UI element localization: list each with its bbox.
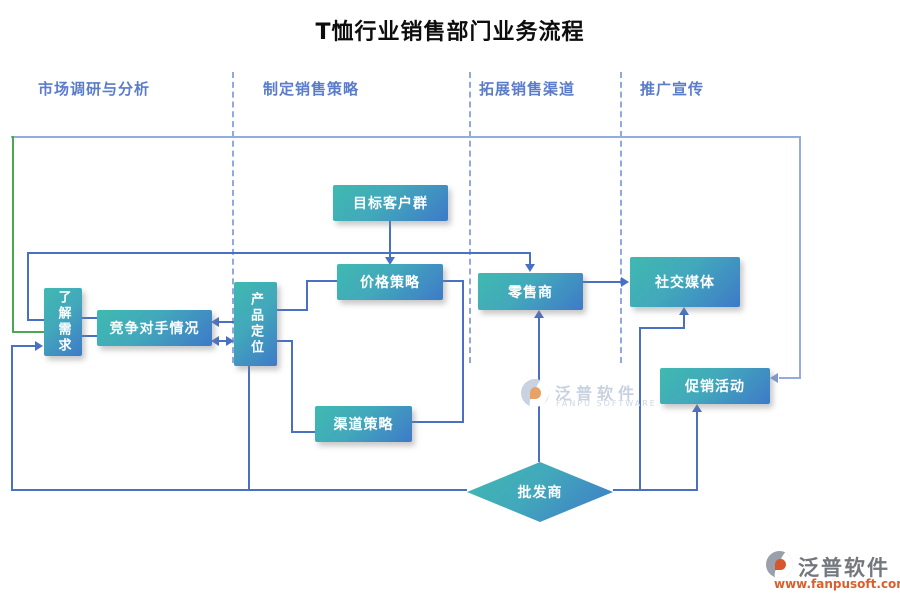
edge-top-loop-vertical xyxy=(799,136,801,379)
footer-website-link[interactable]: www.fanpusoft.com xyxy=(774,577,900,591)
node-price-strategy: 价格策略 xyxy=(337,264,443,300)
node-understand-needs: 了解需求 xyxy=(44,288,82,356)
lane-header-market-research: 市场调研与分析 xyxy=(38,80,151,98)
arrowhead-into-retailer-top xyxy=(525,264,535,272)
edge-wholesaler-social-v1 xyxy=(639,327,641,490)
edge-bus-right-vertical xyxy=(529,252,531,266)
lane-divider-1 xyxy=(232,72,234,363)
edge-product-to-competitor-2 xyxy=(218,340,228,342)
lane-divider-2 xyxy=(469,72,471,363)
edge-price-channel-h2 xyxy=(412,421,464,423)
arrowhead-into-product-left xyxy=(226,336,234,346)
node-wholesaler: 批发商 xyxy=(467,462,613,522)
lane-header-sales-strategy: 制定销售策略 xyxy=(263,80,360,98)
edge-retailer-to-social xyxy=(583,281,623,283)
edge-needs-competitor-1 xyxy=(82,317,97,319)
edge-product-to-competitor-1 xyxy=(218,321,234,323)
fanpu-logo-icon xyxy=(766,551,793,578)
edge-bus-into-needs xyxy=(27,319,44,321)
arrowhead-into-retailer-bottom xyxy=(534,310,544,318)
edge-wholesaler-social-v2 xyxy=(683,313,685,329)
edge-product-price-v xyxy=(306,281,308,311)
node-promotion-activity: 促销活动 xyxy=(660,368,770,404)
edge-price-channel-h1 xyxy=(443,280,464,282)
edge-bus-horizontal xyxy=(28,252,530,254)
edge-wholesaler-right-h xyxy=(613,489,698,491)
arrowhead-into-promotion-right xyxy=(770,373,778,383)
edge-product-channel-v xyxy=(291,340,293,433)
edge-target-to-price xyxy=(389,221,391,261)
arrowhead-into-social-bottom xyxy=(679,307,689,315)
node-target-customers: 目标客户群 xyxy=(333,185,448,221)
arrowhead-into-social-left xyxy=(621,277,629,287)
lane-divider-3 xyxy=(620,72,622,363)
arrowhead-into-needs-left xyxy=(35,341,43,351)
node-competitor-analysis: 竞争对手情况 xyxy=(97,310,212,346)
edge-wholesaler-promotion-v xyxy=(696,410,698,490)
node-product-positioning: 产品定位 xyxy=(234,282,277,366)
arrowhead-into-promotion-bottom xyxy=(692,404,702,412)
edge-green-feedback-vertical xyxy=(12,136,14,333)
edge-bus-left-vertical xyxy=(27,252,29,321)
edge-product-down-v xyxy=(248,366,250,490)
edge-green-feedback-into-needs xyxy=(12,331,44,333)
arrowhead-into-competitor-2 xyxy=(211,336,219,346)
arrowhead-into-price-top xyxy=(385,257,395,265)
edge-wholesaler-social-h xyxy=(639,327,685,329)
watermark-brand: 泛普软件 xyxy=(555,384,640,403)
lane-header-sales-channels: 拓展销售渠道 xyxy=(479,80,576,98)
edge-top-loop-into-promotion xyxy=(779,377,801,379)
watermark-brand-en: FANPU SOFTWARE xyxy=(556,399,657,408)
footer-brand-name: 泛普软件 xyxy=(798,556,890,580)
node-channel-strategy: 渠道策略 xyxy=(315,406,412,442)
edge-product-price-h1 xyxy=(277,309,308,311)
edge-product-channel-h2 xyxy=(291,431,315,433)
page-title: T恤行业销售部门业务流程 xyxy=(315,20,585,45)
fanpu-logo-icon xyxy=(521,379,549,407)
node-social-media: 社交媒体 xyxy=(630,257,740,307)
arrowhead-into-competitor-1 xyxy=(211,317,219,327)
edge-feedback-into-needs xyxy=(11,345,36,347)
edge-price-channel-v xyxy=(462,280,464,423)
edge-needs-competitor-2 xyxy=(82,335,97,337)
edge-product-channel-h1 xyxy=(277,340,293,342)
edge-top-loop-horizontal xyxy=(11,136,801,138)
edge-product-price-h2 xyxy=(306,280,337,282)
edge-feedback-bottom-h xyxy=(11,489,467,491)
lane-header-promotion: 推广宣传 xyxy=(640,80,705,98)
node-retailer: 零售商 xyxy=(478,273,583,310)
edge-feedback-left-v xyxy=(11,345,13,491)
